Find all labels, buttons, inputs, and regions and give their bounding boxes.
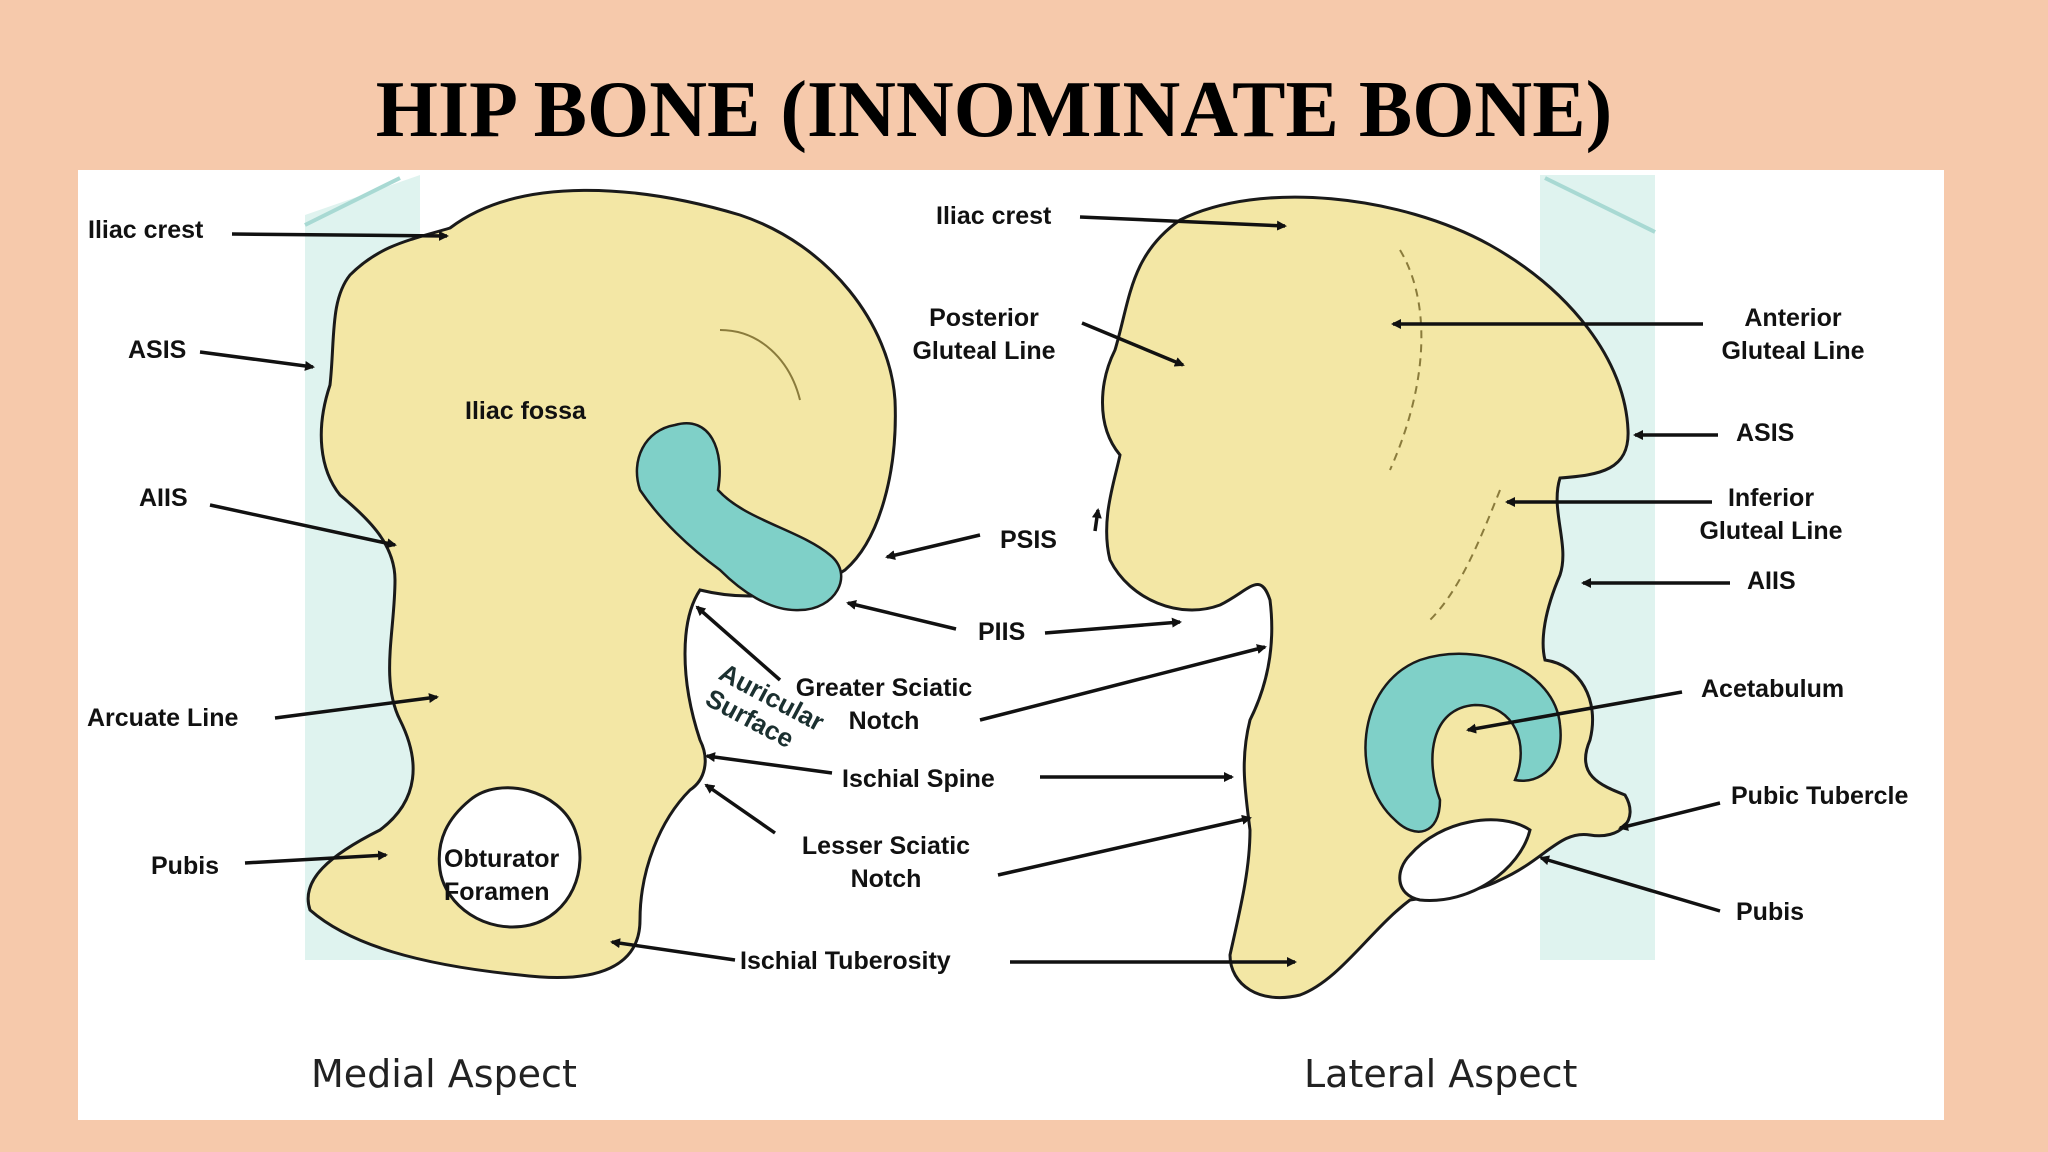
- pointer-arrows: [199, 215, 1730, 967]
- label-ischial-tuberosity: Ischial Tuberosity: [740, 947, 951, 975]
- label-piis: PIIS: [978, 618, 1026, 646]
- label-greater-sciatic-notch: Greater Sciatic Notch: [795, 674, 973, 735]
- caption-medial-aspect: Medial Aspect: [311, 1052, 577, 1096]
- caption-lateral-aspect: Lateral Aspect: [1304, 1052, 1578, 1096]
- label-aiis-lateral: AIIS: [1747, 567, 1796, 595]
- label-pubis-medial: Pubis: [151, 852, 220, 880]
- label-anterior-gluteal-line: Anterior Gluteal Line: [1721, 304, 1865, 365]
- lateral-hip-bone: [1101, 195, 1632, 1000]
- medial-hip-bone: [306, 188, 897, 979]
- label-ischial-spine: Ischial Spine: [842, 765, 995, 793]
- label-aiis-medial: AIIS: [139, 484, 188, 512]
- hip-bone-illustration: [199, 175, 1730, 1000]
- auricular-surface: [635, 422, 843, 612]
- label-asis-medial: ASIS: [128, 336, 187, 364]
- acetabulum-surface: [1364, 652, 1562, 833]
- label-pubic-tubercle: Pubic Tubercle: [1731, 782, 1909, 810]
- label-lesser-sciatic-notch: Lesser Sciatic Notch: [801, 832, 971, 893]
- obturator-foramen-shape: [437, 786, 582, 929]
- label-posterior-gluteal-line: Posterior Gluteal Line: [912, 304, 1056, 365]
- slide-title: HIP BONE (INNOMINATE BONE): [375, 66, 1613, 154]
- label-psis: PSIS: [1000, 526, 1057, 554]
- label-obturator-foramen: Obturator Foramen: [444, 845, 560, 906]
- label-pubis-lateral: Pubis: [1736, 898, 1805, 926]
- label-asis-lateral: ASIS: [1736, 419, 1795, 447]
- label-iliac-crest-medial: Iliac crest: [88, 216, 204, 244]
- label-arcuate-line: Arcuate Line: [87, 704, 239, 732]
- lateral-foramen-shape: [1398, 818, 1532, 902]
- label-acetabulum: Acetabulum: [1701, 675, 1845, 703]
- label-iliac-fossa: Iliac fossa: [465, 397, 586, 425]
- label-iliac-crest-lateral: Iliac crest: [936, 202, 1052, 230]
- label-inferior-gluteal-line: Inferior Gluteal Line: [1699, 484, 1843, 545]
- diagram-panel: Iliac crest ASIS AIIS Arcuate Line Pubis…: [78, 170, 1944, 1120]
